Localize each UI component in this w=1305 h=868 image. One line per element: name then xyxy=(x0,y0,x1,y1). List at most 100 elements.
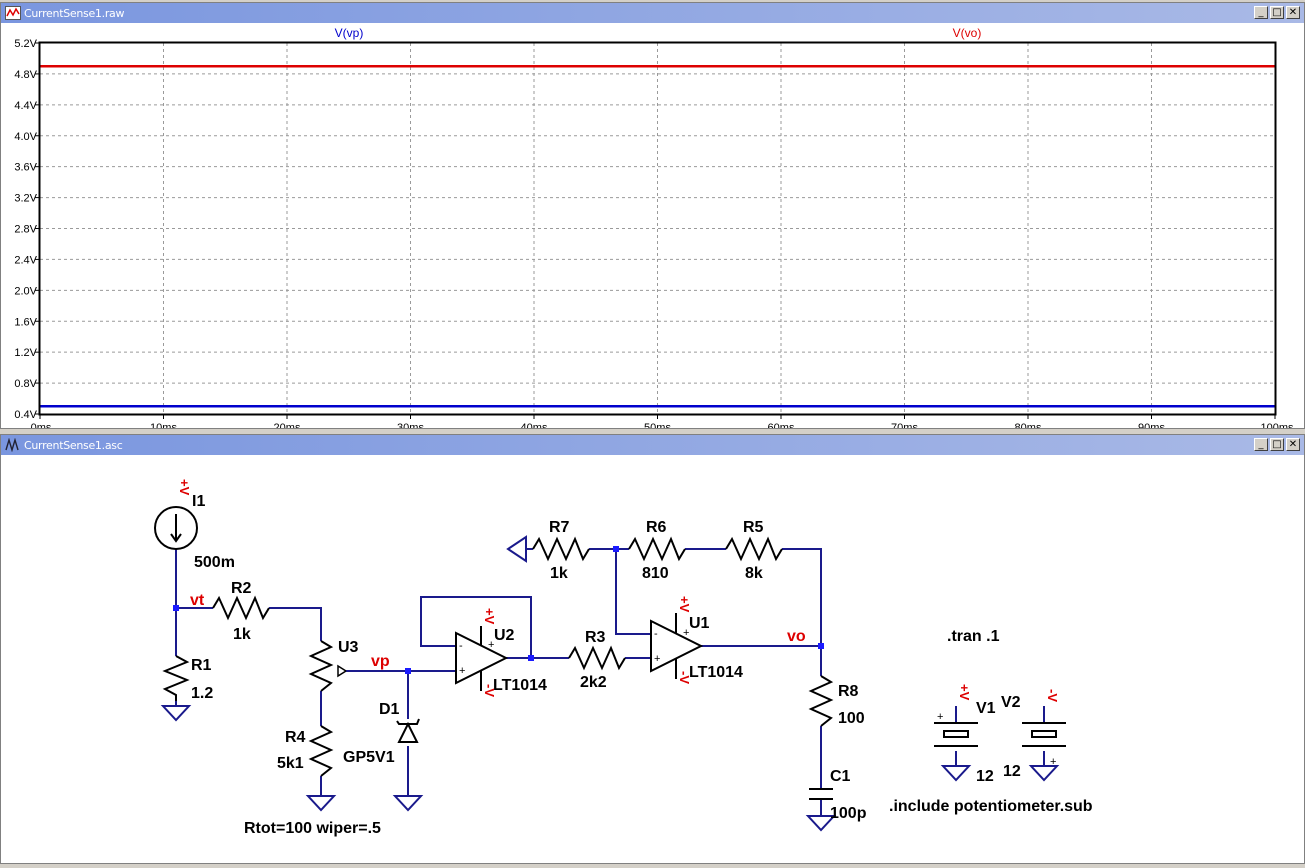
resistor-r2-icon[interactable] xyxy=(212,595,270,621)
resistor-r1-icon[interactable] xyxy=(162,655,190,701)
rail-plus-label: +V xyxy=(482,608,497,625)
ground-icon xyxy=(392,795,424,812)
c1-ref[interactable]: C1 xyxy=(830,768,851,785)
r6-value[interactable]: 810 xyxy=(642,565,669,582)
net-label-vp[interactable]: vp xyxy=(371,653,390,670)
waveform-plot[interactable]: 5.2V4.8V4.4V4.0V3.6V3.2V2.8V2.4V2.0V1.6V… xyxy=(1,23,1304,434)
net-labels: vt vp vo xyxy=(190,592,806,670)
minimize-button[interactable]: _ xyxy=(1254,438,1268,451)
y-tick-label: 4.0V xyxy=(14,131,37,143)
x-tick-label: 60ms xyxy=(768,422,795,428)
r5-ref[interactable]: R5 xyxy=(743,519,764,536)
ground-icon xyxy=(805,815,837,832)
u2-ref[interactable]: U2 xyxy=(494,627,515,644)
r5-value[interactable]: 8k xyxy=(745,565,763,582)
r2-value[interactable]: 1k xyxy=(233,626,251,643)
maximize-button[interactable]: □ xyxy=(1270,438,1284,451)
u2-value[interactable]: LT1014 xyxy=(493,677,547,694)
schematic-window: CurrentSense1.asc _ □ ✕ xyxy=(0,434,1305,864)
i1-value[interactable]: 500m xyxy=(194,554,235,571)
svg-text:+: + xyxy=(683,627,689,639)
r2-ref[interactable]: R2 xyxy=(231,580,252,597)
rail-minus-label: -V xyxy=(1045,689,1060,702)
waveform-titlebar[interactable]: CurrentSense1.raw _ □ ✕ xyxy=(1,3,1304,23)
r1-value[interactable]: 1.2 xyxy=(191,685,213,702)
v1-value[interactable]: 12 xyxy=(976,768,994,785)
i1-ref[interactable]: I1 xyxy=(192,493,205,510)
r3-value[interactable]: 2k2 xyxy=(580,674,607,691)
resistor-r3-icon[interactable] xyxy=(568,645,626,671)
schematic-window-title: CurrentSense1.asc xyxy=(24,438,123,452)
y-tick-label: 4.8V xyxy=(14,69,37,81)
maximize-button[interactable]: □ xyxy=(1270,6,1284,19)
x-tick-label: 0ms xyxy=(31,422,52,428)
r1-ref[interactable]: R1 xyxy=(191,657,212,674)
resistor-r7-icon[interactable] xyxy=(532,536,590,562)
include-directive[interactable]: .include potentiometer.sub xyxy=(889,798,1093,815)
svg-text:+: + xyxy=(488,639,494,651)
ground-icon xyxy=(940,765,972,782)
v1-ref[interactable]: V1 xyxy=(976,700,996,717)
r8-value[interactable]: 100 xyxy=(838,710,865,727)
u1-value[interactable]: LT1014 xyxy=(689,664,743,681)
tran-directive[interactable]: .tran .1 xyxy=(947,628,1000,645)
rail-labels: +V +V -V +V -V +V -V xyxy=(177,479,1060,702)
d1-value[interactable]: GP5V1 xyxy=(343,749,395,766)
r7-ref[interactable]: R7 xyxy=(549,519,570,536)
svg-text:-: - xyxy=(459,640,463,652)
net-label-vt[interactable]: vt xyxy=(190,592,205,609)
r3-ref[interactable]: R3 xyxy=(585,629,606,646)
voltage-source-v1-icon[interactable] xyxy=(934,722,978,747)
trace-label-vo[interactable]: V(vo) xyxy=(953,26,982,40)
voltage-source-v2-icon[interactable] xyxy=(1022,722,1066,747)
x-tick-label: 50ms xyxy=(644,422,671,428)
plot-traces xyxy=(40,64,1275,408)
resistor-r5-icon[interactable] xyxy=(725,536,783,562)
rail-plus-label: +V xyxy=(677,596,692,613)
u1-ref[interactable]: U1 xyxy=(689,615,710,632)
r8-ref[interactable]: R8 xyxy=(838,683,859,700)
opamp-u2-icon[interactable] xyxy=(455,631,509,685)
x-tick-label: 20ms xyxy=(274,422,301,428)
d1-ref[interactable]: D1 xyxy=(379,701,400,718)
plot-frame xyxy=(38,41,1277,416)
y-tick-label: 2.4V xyxy=(14,254,37,266)
zener-diode-icon[interactable] xyxy=(396,718,420,743)
current-source-icon[interactable] xyxy=(154,506,198,550)
u3-ref[interactable]: U3 xyxy=(338,639,359,656)
potentiometer-u3-icon[interactable] xyxy=(308,640,334,692)
r6-ref[interactable]: R6 xyxy=(646,519,667,536)
schematic-canvas[interactable]: +V +V -V +V -V +V -V - + - + + + + + vt xyxy=(1,455,1304,863)
v2-ref[interactable]: V2 xyxy=(1001,694,1021,711)
v2-value[interactable]: 12 xyxy=(1003,763,1021,780)
svg-text:+: + xyxy=(937,711,943,723)
y-tick-label: 2.8V xyxy=(14,224,37,236)
capacitor-c1-icon[interactable] xyxy=(809,788,833,800)
resistor-r8-icon[interactable] xyxy=(808,675,834,727)
schematic-titlebar[interactable]: CurrentSense1.asc _ □ ✕ xyxy=(1,435,1304,455)
x-tick-label: 90ms xyxy=(1138,422,1165,428)
x-tick-label: 100ms xyxy=(1260,422,1294,428)
component-labels: I1 500m R1 1.2 R2 1k U3 Rtot=100 wiper=.… xyxy=(191,493,1021,837)
plot-grid xyxy=(40,43,1275,414)
u3-param[interactable]: Rtot=100 wiper=.5 xyxy=(244,820,381,837)
opamp-u1-icon[interactable] xyxy=(650,619,704,673)
close-button[interactable]: ✕ xyxy=(1286,6,1300,19)
minimize-button[interactable]: _ xyxy=(1254,6,1268,19)
schematic[interactable]: +V +V -V +V -V +V -V - + - + + + + + vt xyxy=(1,455,1304,863)
trace-label-vp[interactable]: V(vp) xyxy=(335,26,364,40)
r4-ref[interactable]: R4 xyxy=(285,729,306,746)
r7-value[interactable]: 1k xyxy=(550,565,568,582)
ground-icon xyxy=(160,705,192,722)
svg-text:+: + xyxy=(459,665,465,677)
r4-value[interactable]: 5k1 xyxy=(277,755,304,772)
y-tick-label: 3.2V xyxy=(14,193,37,205)
rail-plus-label: +V xyxy=(957,684,972,701)
resistor-r4-icon[interactable] xyxy=(308,725,334,777)
net-label-vo[interactable]: vo xyxy=(787,628,806,645)
c1-value[interactable]: 100p xyxy=(830,805,867,822)
y-tick-label: 1.6V xyxy=(14,316,37,328)
close-button[interactable]: ✕ xyxy=(1286,438,1300,451)
resistor-r6-icon[interactable] xyxy=(628,536,686,562)
